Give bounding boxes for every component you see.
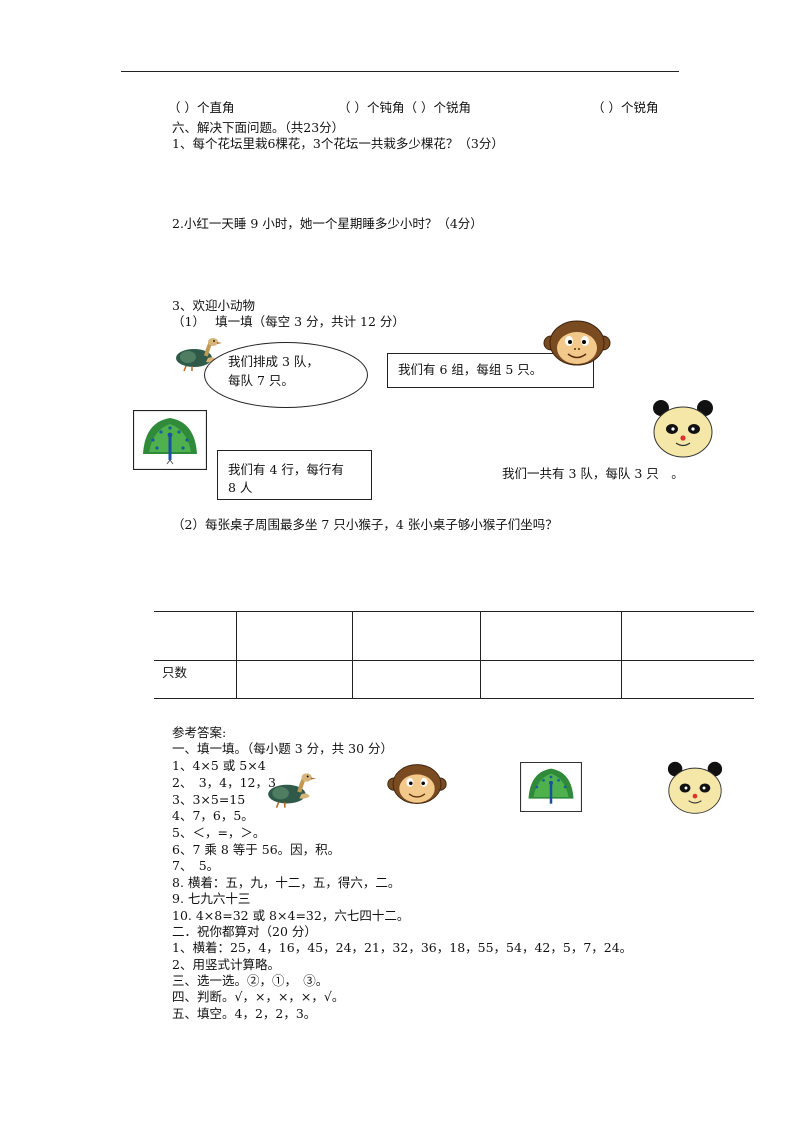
monkey-icon: [543, 320, 611, 366]
answer-line: 10. 4×8=32 或 8×4=32，六七四十二。: [172, 908, 410, 923]
answer-line: 四、判断。√，×，×，×，√。: [172, 989, 345, 1004]
duck-bubble-line-2: 每队 7 只。: [228, 373, 294, 388]
question-3-title: 3、欢迎小动物: [172, 298, 255, 313]
answer-line: 9. 七九六十三: [172, 891, 251, 906]
table-cell[interactable]: [480, 660, 622, 699]
answer-line: 4、7，6，5。: [172, 808, 254, 823]
answer-line: 2、 3，4，12，3: [172, 775, 276, 790]
duck-speech-bubble: [204, 342, 368, 408]
question-2: 2.小红一天睡 9 小时，她一个星期睡多少小时？（4分）: [172, 216, 483, 231]
duck-bubble-line-1: 我们排成 3 队，: [228, 354, 319, 369]
right-angle-blank: （ ）个直角: [168, 100, 235, 115]
table-row: [154, 611, 754, 661]
peacock-icon: [133, 410, 207, 470]
answer-line: 6、7 乘 8 等于 56。因，积。: [172, 842, 341, 857]
question-3-part2: （2）每张桌子周围最多坐 7 只小猴子，4 张小桌子够小猴子们坐吗？: [172, 517, 558, 532]
answer-line: 7、 5。: [172, 858, 220, 873]
table-cell: [154, 611, 237, 661]
answer-line: 3、3×5=15: [172, 792, 246, 807]
table-cell[interactable]: [621, 660, 754, 699]
duck-bubble-text: 我们排成 3 队， 每队 7 只。: [228, 352, 319, 390]
peacock-icon: [520, 762, 582, 812]
panda-text: 我们一共有 3 队，每队 3 只 。: [502, 466, 684, 481]
peacock-box-line-2: 8 人: [228, 480, 253, 495]
answer-line: 五、填空。4，2，2，3。: [172, 1006, 317, 1021]
answer-table: 只数: [154, 611, 754, 699]
table-cell[interactable]: [480, 611, 622, 661]
peacock-box-line-1: 我们有 4 行，每行有: [228, 462, 344, 477]
answer-line: 1、4×5 或 5×4: [172, 758, 266, 773]
table-cell[interactable]: [236, 611, 353, 661]
panda-icon: [653, 400, 713, 458]
answer-line: 二．祝你都算对（20 分）: [172, 924, 317, 939]
answer-line: 8. 横着：五，九，十二，五，得六，二。: [172, 875, 401, 890]
table-row: 只数: [154, 660, 754, 699]
panda-icon: [667, 761, 723, 814]
monkey-icon: [387, 764, 447, 805]
question-3-part1: （1） 填一填（每空 3 分，共计 12 分）: [172, 314, 405, 329]
peacock-text-box: [217, 450, 372, 500]
peacock-box-text: 我们有 4 行，每行有 8 人: [228, 461, 344, 497]
header-rule: [121, 71, 679, 72]
answer-line: 一、填一填。（每小题 3 分，共 30 分）: [172, 741, 394, 756]
monkey-box-text: 我们有 6 组，每组 5 只。: [398, 362, 543, 377]
acute-angle-blank: （ ）个锐角: [592, 100, 659, 115]
section6-title: 六、解决下面问题。（共23分）: [172, 120, 345, 135]
duck-icon: [268, 773, 316, 808]
answers-title: 参考答案:: [172, 725, 227, 740]
table-cell[interactable]: [352, 660, 481, 699]
answer-line: 1、横着：25，4，16，45，24，21，32，36，18，55，54，42，…: [172, 940, 633, 955]
question-1: 1、每个花坛里栽6棵花，3个花坛一共栽多少棵花？（3分）: [172, 136, 504, 151]
table-cell[interactable]: [236, 660, 353, 699]
answer-line: 5、＜，=，＞。: [172, 825, 266, 840]
table-cell[interactable]: [621, 611, 754, 661]
answer-line: 2、用竖式计算略。: [172, 957, 280, 972]
obtuse-acute-blank: （ ）个钝角（ ）个锐角: [338, 100, 471, 115]
table-cell[interactable]: [352, 611, 481, 661]
answer-line: 三、选一选。②，①， ③。: [172, 973, 329, 988]
table-row-label: 只数: [154, 660, 237, 699]
row-label-count: 只数: [162, 665, 188, 680]
